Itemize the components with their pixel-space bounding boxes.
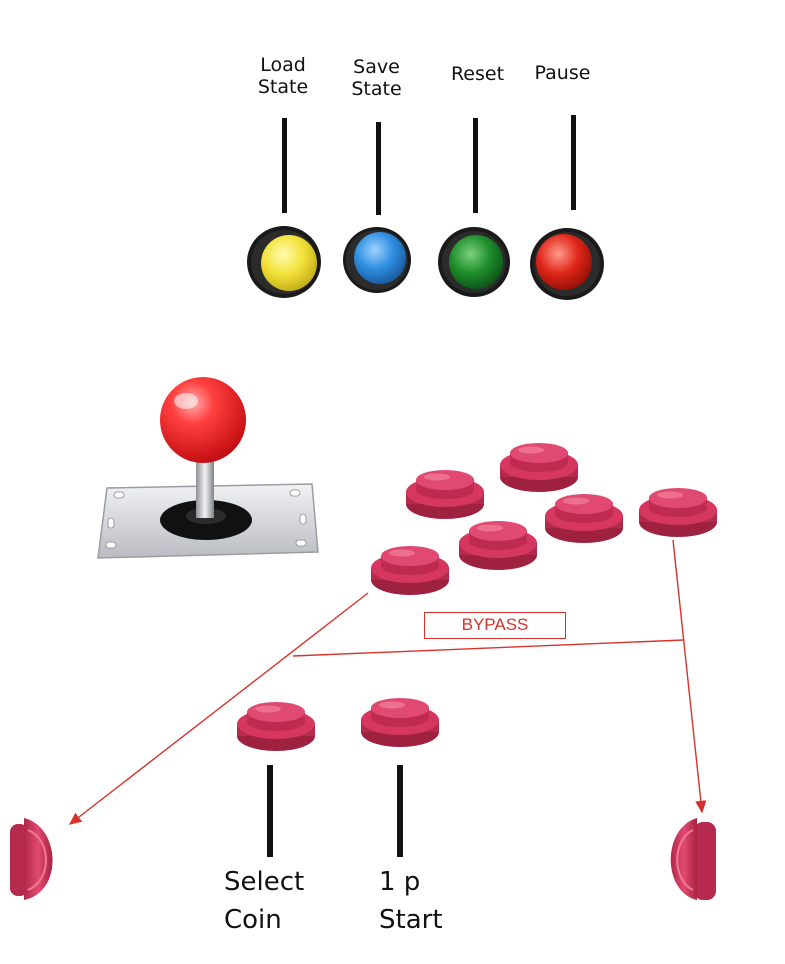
left-side-arcade-button[interactable]: [10, 818, 53, 900]
bypass-wiring: [68, 539, 707, 825]
start-arcade-button[interactable]: [361, 698, 439, 747]
arcade-button-6[interactable]: [371, 546, 449, 595]
arcade-button-2[interactable]: [406, 470, 484, 519]
arcade-button-4[interactable]: [639, 488, 717, 537]
load-state-label: Load State: [257, 54, 309, 99]
arcade-button-3[interactable]: [545, 494, 623, 543]
reset-button[interactable]: [438, 227, 510, 297]
save-state-button[interactable]: [343, 227, 411, 293]
select-coin-arcade-button[interactable]: [237, 702, 315, 751]
pause-label: Pause: [534, 62, 591, 84]
start-lead-line: [397, 765, 403, 857]
bypass-label: BYPASS: [424, 612, 566, 639]
arcade-button-5[interactable]: [459, 521, 537, 570]
save-state-label: Save State: [351, 56, 402, 101]
pause-lead-line: [571, 115, 576, 210]
reset-lead-line: [473, 118, 478, 213]
right-side-arcade-button[interactable]: [670, 818, 716, 900]
reset-label: Reset: [450, 63, 505, 85]
joystick-ball: [160, 377, 246, 463]
load-state-button[interactable]: [247, 226, 321, 298]
select-coin-label: Select Coin: [224, 867, 305, 935]
save-state-lead-line: [376, 122, 381, 215]
load-state-lead-line: [282, 118, 287, 213]
start-label: 1 p Start: [379, 867, 443, 935]
arcade-button-1[interactable]: [500, 443, 578, 492]
select-coin-lead-line: [267, 765, 273, 857]
pause-button[interactable]: [530, 228, 604, 300]
joystick[interactable]: [97, 377, 319, 559]
